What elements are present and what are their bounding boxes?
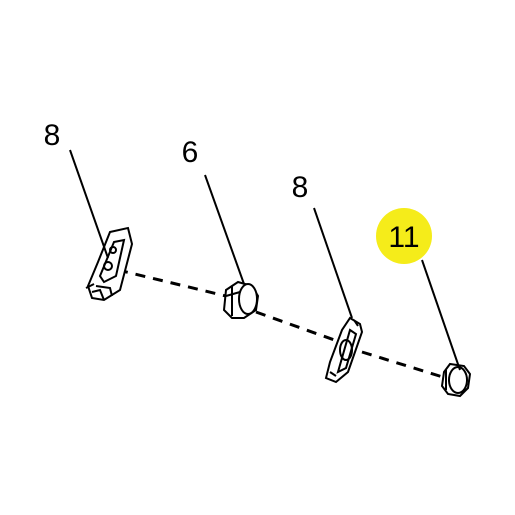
leader-lines xyxy=(69,149,461,371)
callout-label-left-bracket: 8 xyxy=(44,119,61,152)
nut-part xyxy=(440,362,472,398)
right-bracket-part xyxy=(324,316,364,384)
callout-label-bushing: 6 xyxy=(182,136,199,169)
callout-label-nut: 11 xyxy=(388,221,419,254)
assembly-axis xyxy=(117,268,447,380)
callout-label-right-bracket: 8 xyxy=(292,171,309,204)
left-bracket-part xyxy=(85,226,134,302)
callout-highlight-circle xyxy=(376,208,432,264)
bushing-part xyxy=(222,280,260,319)
